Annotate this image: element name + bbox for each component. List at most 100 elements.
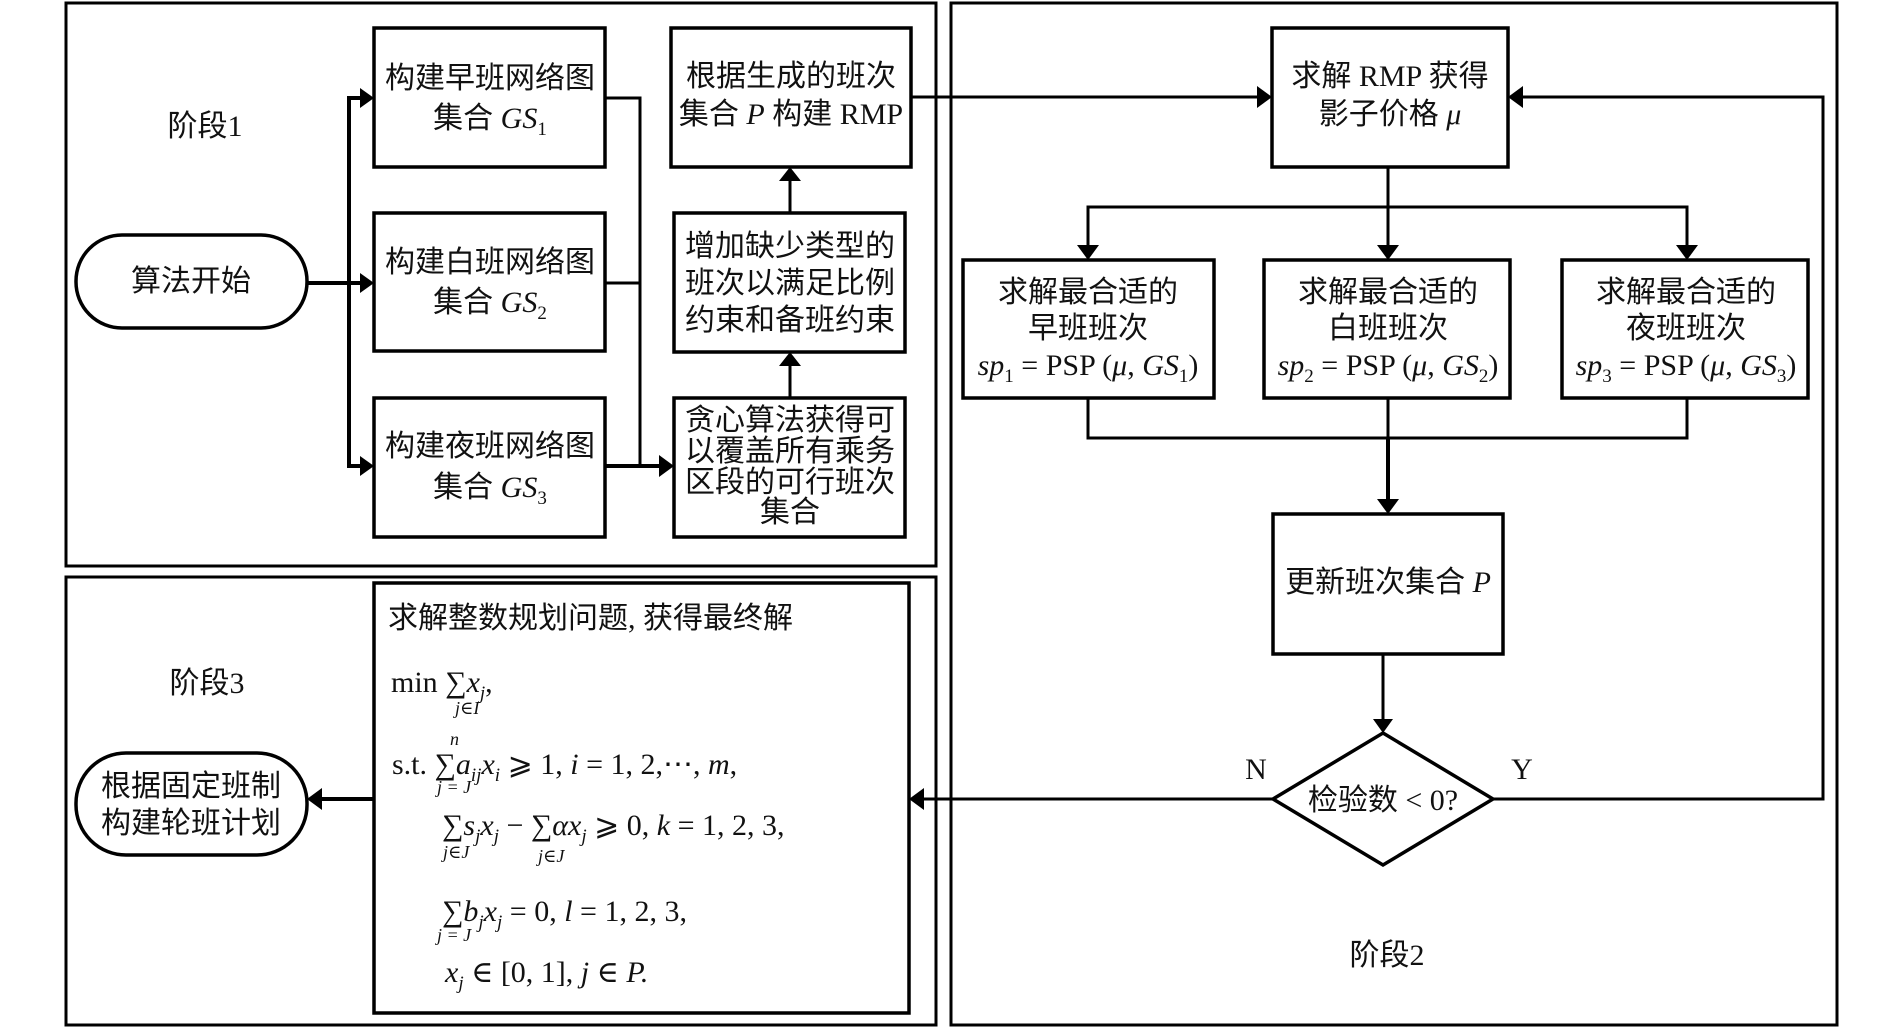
italic-text: x [480,748,495,781]
day-graph-box[interactable]: 构建白班网络图 集合 GS2​ [372,211,607,353]
constraint1-over: n [450,729,459,749]
italic-text: GS [1442,349,1479,382]
add-shift-box[interactable]: 增加缺少类型的 班次以满足比例 约束和备班约束 [672,211,907,354]
italic-text: sp [1278,349,1305,382]
early-pricing-line2: 早班班次 [1028,312,1148,345]
connector-early-to-merge [605,96,642,466]
night-graph-box[interactable]: 构建夜班网络图 集合 GS3​ [372,396,607,539]
text-segment: 更新班次集合 [1285,566,1473,599]
text-segment: ) [1786,349,1796,382]
constraint2-under1: j∈J [441,842,470,862]
text-segment: ⩾ 1, [500,748,570,781]
subscript-text: j [491,826,499,847]
italic-text: GS [1142,349,1179,382]
constraint4: xj​ ∈ [0, 1], j ∈ P. [444,956,648,994]
arrow-to-solve-rmp [1257,86,1272,108]
italic-text: GS [501,286,538,319]
text-segment: 构建 RMP [765,98,903,131]
italic-text: x [444,956,459,989]
italic-text: x [466,666,481,699]
subscript-text: j [494,912,502,933]
text-segment: ∑ [445,666,466,699]
subscript-text: 1 [1179,366,1189,387]
night-pricing-formula: sp3​ = PSP (μ, GS3​) [1576,349,1797,387]
build-rmp-box[interactable]: 根据生成的班次 集合 P 构建 RMP [669,26,913,169]
italic-text: sp [1576,349,1603,382]
text-segment: − ∑ [499,809,552,842]
early-graph-line2: 集合 GS1​ [433,102,547,140]
arrow-to-rmp-build [779,167,801,181]
text-segment: = 1, 2,⋯, [579,748,708,781]
subscript-text: ij [471,765,482,786]
night-graph-line1: 构建夜班网络图 [385,430,595,463]
end-terminal[interactable] [74,751,309,857]
night-pricing-line2: 夜班班次 [1626,312,1746,345]
text-segment: s.t. [392,748,435,781]
no-label: N [1245,753,1267,786]
text-segment: ) [1488,349,1498,382]
day-pricing-box[interactable]: 求解最合适的 白班班次 sp2​ = PSP (μ, GS2​) [1262,258,1512,400]
ip-title: 求解整数规划问题, 获得最终解 [388,602,793,635]
stage2-title: 阶段2 [1350,939,1425,972]
text-segment: , [730,748,738,781]
ip-box[interactable]: 求解整数规划问题, 获得最终解 min ∑xj​, j∈I n s.t. ∑ai… [372,581,911,1015]
text-segment: = 0, [502,895,564,928]
arrow-to-night-graph [360,456,374,476]
update-set-box[interactable]: 更新班次集合 P [1271,512,1505,656]
solve-rmp-box[interactable]: 求解 RMP 获得 影子价格 μ [1270,26,1510,169]
subscript-text: 3 [537,488,547,509]
yes-label: Y [1511,753,1533,786]
italic-text: sp [978,349,1005,382]
stage2-panel [949,1,1839,1027]
night-pricing-box[interactable]: 求解最合适的 夜班班次 sp3​ = PSP (μ, GS3​) [1560,258,1810,400]
italic-text: GS [1740,349,1777,382]
subscript-text: j [455,973,463,994]
text-segment: 集合 [679,98,747,131]
add-line1: 增加缺少类型的 [685,230,895,263]
italic-text: a [456,748,471,781]
greedy-line4: 集合 [760,496,820,529]
subscript-text: 3 [1602,366,1612,387]
italic-text: μ [1111,349,1127,382]
italic-text: l [564,895,572,928]
text-segment: ∑ [442,895,463,928]
decision-diamond[interactable]: 检验数 < 0? [1269,730,1497,868]
constraint2-under2: j∈J [536,846,565,866]
italic-text: GS [501,102,538,135]
greedy-line1: 贪心算法获得可 [685,404,895,437]
connector-yes-loop [1493,95,1825,801]
stage3-panel [64,575,938,1027]
subscript-text: 3 [1777,366,1787,387]
greedy-line2: 以覆盖所有乘务 [685,435,895,468]
italic-text: x [483,895,498,928]
early-pricing-box[interactable]: 求解最合适的 早班班次 sp1​ = PSP (μ, GS1​) [961,258,1216,400]
constraint1: s.t. ∑aij​xi​ ⩾ 1, i = 1, 2,⋯, m, [392,748,737,786]
italic-text: μ [1445,98,1461,131]
italic-text: x [479,809,494,842]
greedy-box[interactable]: 贪心算法获得可 以覆盖所有乘务 区段的可行班次 集合 [672,396,907,539]
stage1-panel [64,1,938,568]
day-pricing-line2: 白班班次 [1328,312,1448,345]
arrow-to-decision [1373,719,1393,733]
text-segment: = PSP ( [1314,349,1412,382]
italic-text: P [745,98,764,131]
arrow-yes-to-solve [1508,86,1523,108]
italic-text: μ [1709,349,1725,382]
italic-text: P [1472,566,1491,599]
early-graph-box[interactable]: 构建早班网络图 集合 GS1​ [372,26,607,169]
subscript-text: 2 [1304,366,1314,387]
arrow-to-end [307,788,322,810]
italic-text: μ [1411,349,1427,382]
text-segment: = PSP ( [1612,349,1710,382]
arrow-to-night-pricing [1676,245,1698,260]
arrow-to-greedy [659,455,674,477]
arrow-to-day-pricing [1377,245,1399,260]
text-segment: , [485,666,493,699]
start-label: 算法开始 [131,265,251,298]
subscript-text: 1 [1004,366,1014,387]
text-segment: 集合 [433,102,501,135]
italic-text: P. [625,956,648,989]
solve-rmp-line2: 影子价格 μ [1319,98,1462,131]
italic-text: GS [501,471,538,504]
